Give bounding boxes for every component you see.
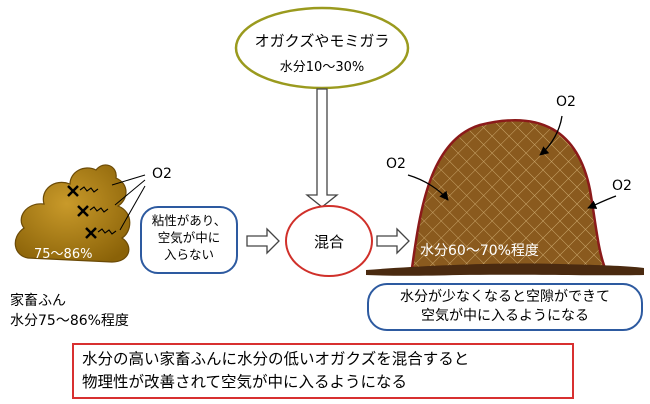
manure-caption-line2: 水分75〜86%程度: [10, 313, 129, 329]
mix-label: 混合: [313, 233, 344, 251]
manure-note-line3: 入らない: [163, 247, 214, 262]
arrow-right-icon: [246, 227, 280, 255]
summary-line1: 水分の高い家畜ふんに水分の低いオガクズを混合すると: [82, 350, 470, 368]
manure-note-line2: 空気が中に: [157, 230, 221, 245]
manure-caption-line1: 家畜ふん: [10, 293, 66, 309]
x-mark-icon: [67, 185, 97, 239]
pile-note-box: 水分が少なくなると空隙ができて 空気が中に入るようになる: [367, 283, 643, 331]
pile-oxygen-label-left: O2: [386, 156, 406, 172]
oxygen-label: O2: [152, 166, 172, 182]
materials-moisture: 水分10〜30%: [279, 60, 365, 75]
pile-oxygen-label-right: O2: [612, 178, 632, 194]
manure-pile: [14, 164, 131, 263]
oxygen-arrow-icon: [111, 174, 146, 231]
mixed-pile: [366, 119, 644, 276]
materials-ellipse: [234, 6, 410, 90]
manure-note-box: 粘性があり、 空気が中に 入らない: [140, 206, 238, 274]
pile-moisture-label: 水分60〜70%程度: [420, 243, 539, 259]
materials-title: オガクズやモミガラ: [254, 32, 390, 50]
pile-note-line1: 水分が少なくなると空隙ができて: [400, 289, 610, 305]
pile-note-line2: 空気が中に入るようになる: [421, 308, 589, 324]
summary-box: 水分の高い家畜ふんに水分の低いオガクズを混合すると 物理性が改善されて空気が中に…: [72, 343, 574, 399]
manure-moisture-label: 75〜86%: [34, 247, 93, 262]
manure-note-line1: 粘性があり、: [151, 213, 227, 228]
mix-ellipse: [285, 205, 373, 277]
arrow-down-icon: [305, 88, 339, 208]
summary-line2: 物理性が改善されて空気が中に入るようになる: [82, 373, 408, 391]
pile-oxygen-label-top: O2: [556, 94, 576, 110]
arrow-right-icon: [376, 227, 410, 255]
